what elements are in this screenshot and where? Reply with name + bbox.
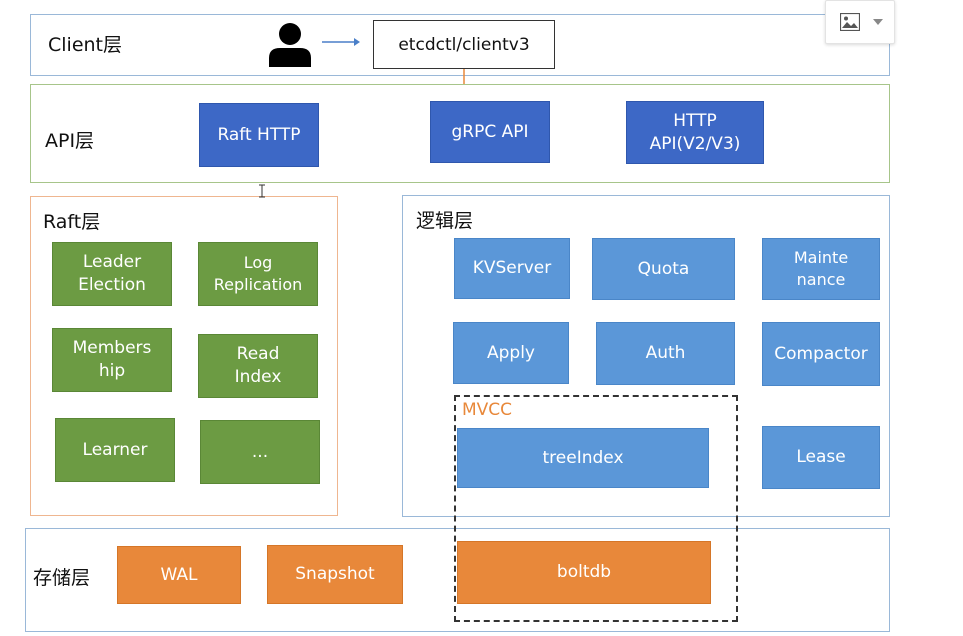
raft-box-membership: Members hip	[52, 328, 172, 392]
mvcc-group	[454, 395, 738, 622]
storage-box-boltdb: boltdb	[457, 541, 711, 604]
storage-box-wal: WAL	[117, 546, 241, 604]
raft-layer-title: Raft层	[43, 211, 101, 233]
image-menu-button[interactable]	[825, 0, 895, 44]
logic-layer-title: 逻辑层	[416, 210, 474, 232]
logic-box-maintenance: Mainte nance	[762, 238, 880, 300]
logic-box-quota: Quota	[592, 238, 735, 300]
api-box-http-api: HTTP API(V2/V3)	[626, 101, 764, 164]
api-box-raft-http: Raft HTTP	[199, 103, 319, 167]
api-box-grpc-api: gRPC API	[430, 101, 550, 163]
image-icon	[840, 13, 860, 31]
logic-box-compactor: Compactor	[762, 322, 880, 386]
logic-box-lease: Lease	[762, 426, 880, 489]
mvcc-box-treeindex: treeIndex	[457, 428, 709, 488]
client-layer-title: Client层	[48, 34, 123, 56]
person-icon	[269, 23, 311, 67]
client-box-etcdctl: etcdctl/clientv3	[373, 20, 555, 69]
storage-layer-title: 存储层	[33, 567, 91, 589]
chevron-down-icon	[873, 19, 883, 25]
mvcc-title: MVCC	[462, 400, 513, 420]
logic-box-kvserver: KVServer	[454, 238, 570, 299]
storage-box-snapshot: Snapshot	[267, 545, 403, 604]
arrow-right-icon	[322, 38, 360, 46]
raft-box-ellipsis: ...	[200, 420, 320, 484]
raft-box-leader-election: Leader Election	[52, 242, 172, 306]
raft-box-read-index: Read Index	[198, 334, 318, 398]
text-cursor-icon	[259, 184, 265, 198]
raft-box-log-replication: Log Replication	[198, 242, 318, 306]
raft-box-learner: Learner	[55, 418, 175, 482]
logic-box-auth: Auth	[596, 322, 735, 385]
logic-box-apply: Apply	[453, 322, 569, 384]
api-layer-title: API层	[45, 130, 95, 152]
